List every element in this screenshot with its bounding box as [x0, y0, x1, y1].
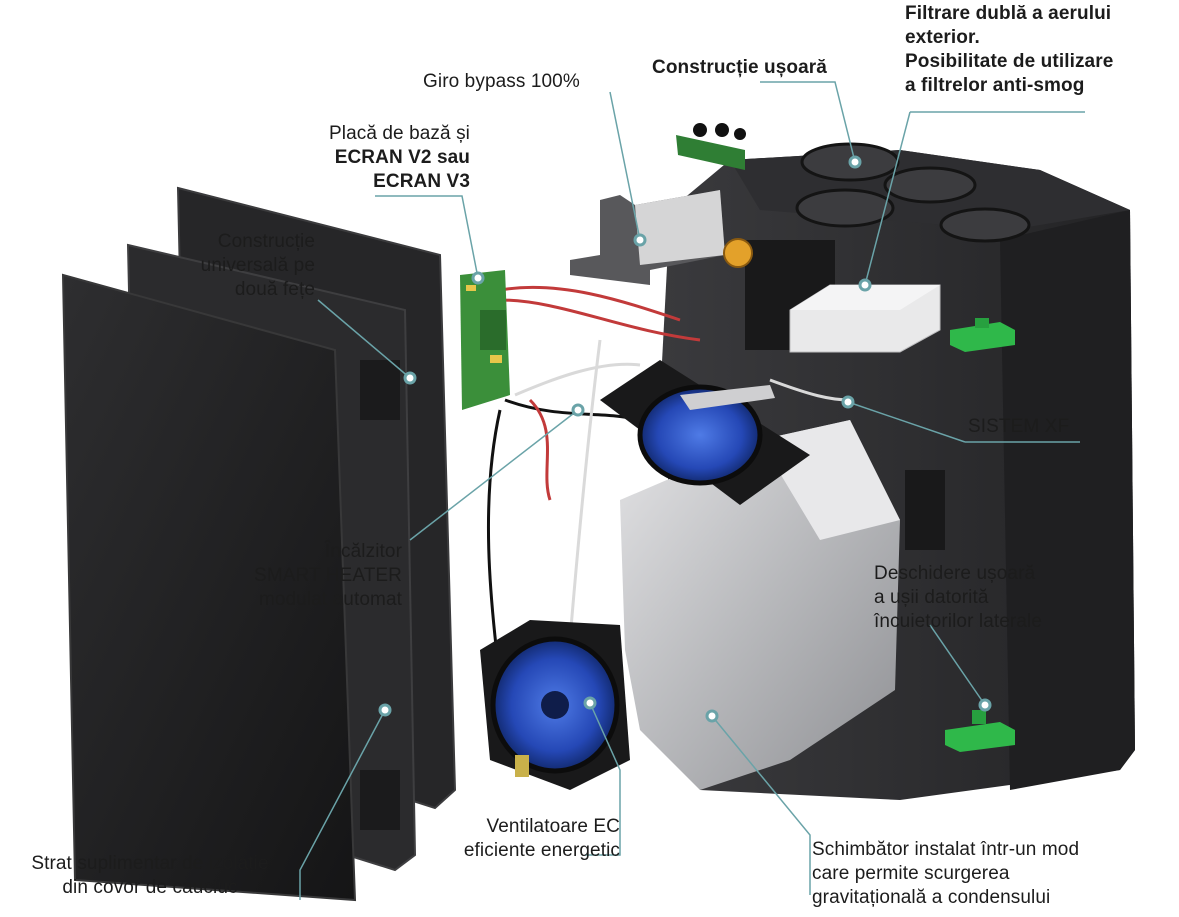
label-line: SMART HEATER	[254, 565, 402, 586]
label-line: două fețe	[234, 279, 315, 300]
side-latch	[945, 710, 1015, 752]
air-filter	[789, 284, 941, 353]
label-line: ECRAN V2 sau	[334, 147, 470, 168]
label-line: Schimbător instalat într-un mod	[812, 839, 1080, 860]
label-line: eficiente energetic	[463, 840, 620, 861]
label-sistem-xf: SISTEM XF	[968, 415, 1069, 439]
duct-opening	[883, 166, 977, 204]
label-schimbator: Schimbător instalat într-un mod care per…	[812, 838, 1079, 910]
label-giro-bypass: Giro bypass 100%	[423, 70, 580, 94]
front-panel	[61, 273, 357, 902]
label-line: Placă de bază și	[328, 123, 470, 144]
main-board	[460, 270, 510, 410]
label-line: universală pe	[200, 255, 315, 276]
label-line: Giro bypass 100%	[423, 71, 580, 92]
upper-fan	[600, 360, 810, 505]
label-line: Construcție ușoară	[652, 57, 827, 78]
label-line: ECRAN V3	[373, 171, 470, 192]
label-placa-baza: Placă de bază și ECRAN V2 sau ECRAN V3	[260, 122, 470, 194]
label-line: Filtrare dublă a aerului	[905, 3, 1112, 24]
label-ventilatoare: Ventilatoare EC eficiente energetic	[410, 815, 620, 863]
giro-bypass	[570, 190, 753, 285]
label-line: a filtrelor anti-smog	[905, 75, 1085, 96]
lower-fan	[480, 620, 630, 790]
label-line: care permite scurgerea	[812, 863, 1010, 884]
label-line: Ventilatoare EC	[486, 816, 620, 837]
label-line: Posibilitate de utilizare	[905, 51, 1114, 72]
duct-opening	[795, 188, 895, 228]
label-line: Strat suplimentar de izolație	[31, 853, 269, 874]
label-constructie-universala: Construcție universală pe două fețe	[120, 230, 315, 302]
label-filtrare: Filtrare dublă a aerului exterior. Posib…	[905, 2, 1113, 98]
label-strat: Strat suplimentar de izolație din covor …	[0, 852, 300, 900]
label-line: încuietorilor laterale	[874, 611, 1043, 632]
label-line: Deschidere ușoară	[874, 563, 1036, 584]
label-line: gravitațională a condensului	[812, 887, 1051, 908]
label-deschidere: Deschidere ușoară a ușii datorită încuie…	[874, 562, 1042, 634]
label-line: exterior.	[905, 27, 980, 48]
label-line: a ușii datorită	[874, 587, 989, 608]
label-line: modulat automat	[258, 589, 402, 610]
label-incalzitor: Încălzitor SMART HEATER modulat automat	[200, 540, 402, 612]
label-line: Încălzitor	[324, 541, 402, 562]
bypass-actuator-board	[676, 123, 746, 170]
label-line: SISTEM XF	[968, 416, 1070, 437]
leader-lines	[299, 81, 1085, 900]
label-line: Construcție	[217, 231, 315, 252]
duct-opening	[939, 207, 1031, 243]
side-latch	[950, 318, 1015, 352]
label-constructie-usoara: Construcție ușoară	[652, 56, 827, 80]
label-line: din covor de cauciuc	[62, 877, 238, 898]
leader-dots	[378, 155, 992, 723]
